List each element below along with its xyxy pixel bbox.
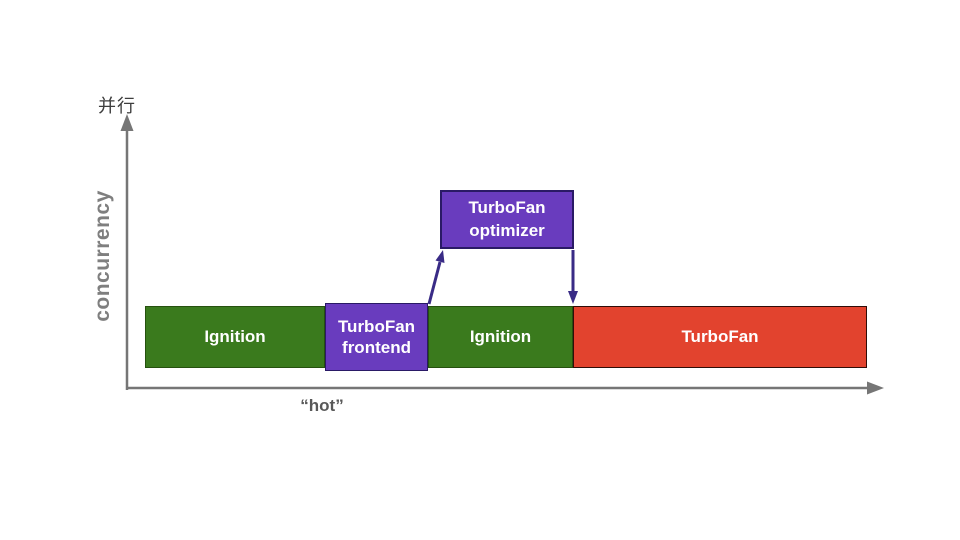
x-axis-hot-label: “hot” xyxy=(300,396,344,415)
y-axis-arrowhead-icon xyxy=(120,114,134,131)
y-axis-top-label: 并行 xyxy=(98,96,136,116)
arrow-down-head-icon xyxy=(568,291,578,304)
segment-ignition-1-label: Ignition xyxy=(204,327,266,347)
arrow-up-line xyxy=(427,261,442,305)
turbofan-optimizer-box: TurboFan optimizer xyxy=(440,190,574,249)
pipeline-timeline-bar: Ignition TurboFan frontend Ignition Turb… xyxy=(145,303,867,371)
segment-turbofan-frontend: TurboFan frontend xyxy=(325,303,428,371)
x-axis-arrowhead-icon xyxy=(867,381,884,395)
turbofan-optimizer-label: TurboFan optimizer xyxy=(468,198,546,240)
segment-ignition-2-label: Ignition xyxy=(469,327,532,347)
arrow-up-head-icon xyxy=(435,250,445,263)
y-axis-label: concurrency xyxy=(91,190,114,322)
segment-turbofan: TurboFan xyxy=(573,306,867,368)
segment-turbofan-label: TurboFan xyxy=(681,327,759,347)
segment-ignition-1: Ignition xyxy=(145,306,325,368)
segment-ignition-2: Ignition xyxy=(428,306,573,368)
segment-turbofan-frontend-label: TurboFan frontend xyxy=(337,316,416,357)
